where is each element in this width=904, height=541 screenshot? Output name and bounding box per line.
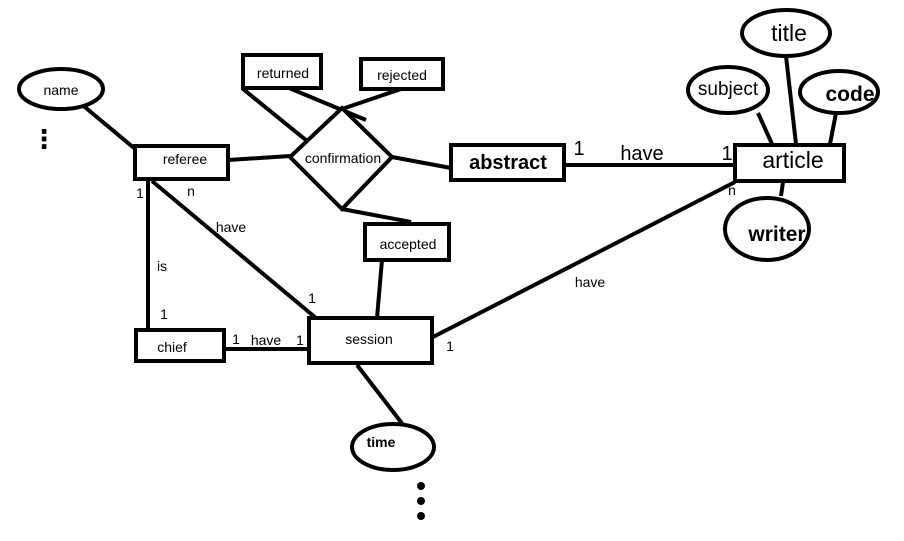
line-referee-confirmation: [227, 154, 291, 162]
cardinality-chief-referee: 1: [160, 306, 168, 322]
cardinality-referee-session: n: [187, 183, 195, 199]
label-is-referee-chief: is: [157, 258, 167, 274]
entity-referee: referee: [133, 144, 230, 181]
cardinality-session-referee: 1: [308, 290, 316, 306]
label-have-session-article: have: [575, 274, 606, 290]
svg-text:article: article: [762, 147, 823, 173]
ellipsis-dots-referee: ⋮: [31, 124, 57, 154]
entity-abstract: abstract: [449, 143, 566, 182]
line-subject-article: [756, 112, 774, 145]
svg-text:abstract: abstract: [469, 152, 547, 174]
label-have-abstract-article: have: [620, 143, 663, 165]
cardinality-article-session: n: [728, 182, 736, 198]
line-title-article: [784, 55, 798, 145]
attribute-writer: writer: [723, 196, 811, 262]
entity-rejected: rejected: [359, 57, 445, 91]
line-article-writer: [779, 181, 785, 197]
line-confirmation-abstract: [391, 155, 452, 170]
line-accepted-session: [375, 259, 384, 319]
line-referee-session: [150, 179, 318, 320]
cardinality-abstract: 1: [573, 138, 584, 160]
line-session-time: [355, 363, 406, 428]
attribute-subject: subject: [686, 65, 770, 115]
line-code-article: [828, 112, 838, 145]
svg-text:code: code: [825, 83, 874, 106]
line-rejected-confirmation: [341, 87, 402, 111]
svg-text:referee: referee: [163, 151, 208, 167]
cardinality-article-abstract: 1: [721, 143, 732, 165]
svg-text:confirmation: confirmation: [305, 150, 381, 166]
svg-text:time: time: [367, 434, 396, 450]
svg-text:name: name: [43, 82, 78, 98]
svg-text:accepted: accepted: [380, 236, 437, 252]
entity-returned: returned: [241, 53, 323, 90]
entity-session: session: [307, 316, 434, 365]
cardinality-chief-session: 1: [232, 331, 240, 347]
label-have-referee-session: have: [216, 219, 247, 235]
line-returned-confirmation-a: [241, 87, 314, 147]
line-session-article: [432, 180, 736, 339]
label-have-chief-session: have: [251, 332, 282, 348]
cardinality-session-article: 1: [446, 338, 454, 354]
line-returned-confirmation-b: [288, 86, 367, 122]
entity-accepted: accepted: [363, 222, 451, 262]
attribute-time: time: [350, 422, 436, 472]
entity-chief: chief: [134, 328, 226, 363]
svg-text:returned: returned: [257, 65, 309, 81]
ellipsis-dots-session: [417, 482, 425, 520]
relationship-confirmation: confirmation: [287, 105, 395, 212]
cardinality-session-chief: 1: [296, 332, 304, 348]
svg-text:session: session: [345, 331, 392, 347]
svg-text:title: title: [771, 20, 807, 46]
line-confirmation-accepted: [341, 207, 412, 224]
attribute-title: title: [740, 8, 832, 58]
svg-text:subject: subject: [698, 79, 759, 100]
svg-text:writer: writer: [747, 223, 805, 246]
svg-text:chief: chief: [157, 339, 187, 355]
line-name-referee: [78, 101, 136, 150]
cardinality-referee-chief: 1: [136, 185, 144, 201]
attribute-name: name: [17, 67, 105, 111]
svg-text:rejected: rejected: [377, 67, 427, 83]
attribute-code: code: [798, 69, 880, 115]
entity-article: article: [733, 143, 846, 183]
